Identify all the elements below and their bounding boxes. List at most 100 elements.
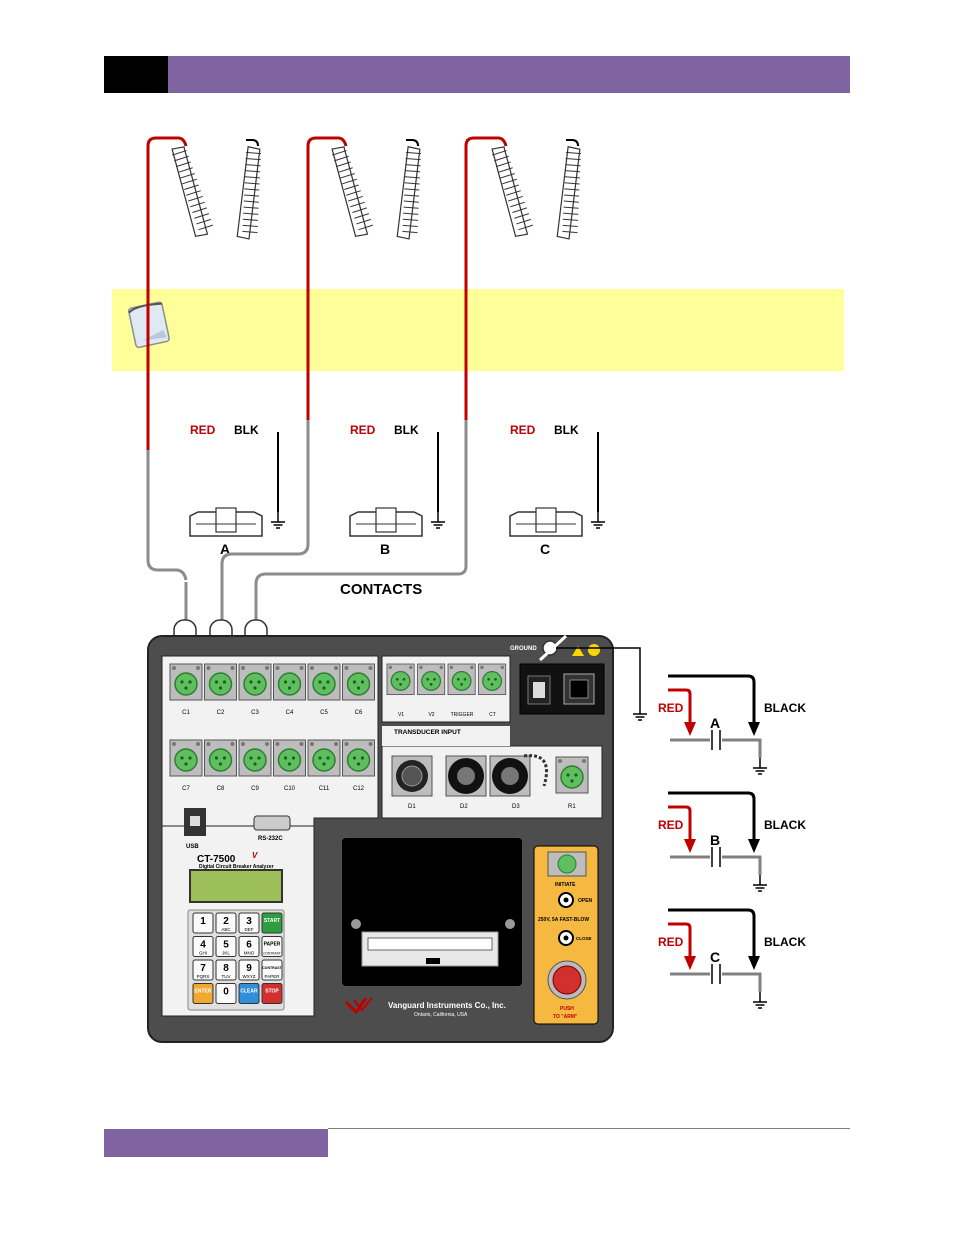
schematic-red-label: RED bbox=[658, 818, 684, 832]
channel-c3[interactable]: C3 bbox=[238, 663, 272, 716]
channel-c7[interactable]: C7 bbox=[169, 739, 203, 792]
key-label: 3 bbox=[246, 916, 252, 927]
channel-label: TRIGGER bbox=[451, 712, 474, 718]
breaker-b-label: B bbox=[380, 541, 390, 557]
channel-c10[interactable]: C10 bbox=[272, 739, 307, 792]
key-sublabel: GHI bbox=[199, 951, 207, 956]
channel-trigger[interactable]: TRIGGER bbox=[447, 663, 476, 718]
key-0[interactable]: 0 bbox=[215, 983, 237, 1004]
key-clear[interactable]: CLEAR bbox=[238, 983, 260, 1004]
key-sublabel: MNO bbox=[244, 951, 255, 956]
key-sublabel: PAPER bbox=[265, 974, 281, 979]
channel-label: C4 bbox=[286, 710, 294, 716]
schematic-id-label: C bbox=[710, 949, 720, 965]
key-start[interactable]: START bbox=[261, 912, 283, 934]
channel-label: C8 bbox=[217, 786, 225, 792]
channel-c4[interactable]: C4 bbox=[272, 663, 307, 716]
channel-label: C10 bbox=[284, 786, 296, 792]
device-subtitle: Digital Circuit Breaker Analyzer bbox=[199, 864, 274, 870]
transducer-ports: D1 D2 D3 R1 bbox=[391, 754, 589, 810]
key-label: START bbox=[264, 918, 280, 924]
channel-c5[interactable]: C5 bbox=[307, 663, 341, 716]
channel-v2[interactable]: V2 bbox=[416, 663, 446, 718]
fuse-label: 250V, 5A FAST-BLOW bbox=[538, 917, 589, 923]
key-label: 6 bbox=[246, 940, 252, 951]
channel-label: C12 bbox=[353, 786, 365, 792]
channel-c2[interactable]: C2 bbox=[203, 663, 238, 716]
channel-c11[interactable]: C11 bbox=[307, 739, 341, 792]
schematic-black-label: BLACK bbox=[764, 701, 806, 715]
breaker-b: RED BLK B bbox=[306, 136, 446, 557]
breaker-b-blk-label: BLK bbox=[394, 423, 419, 437]
key-label: CLEAR bbox=[240, 989, 258, 995]
footer-bar bbox=[104, 1129, 328, 1157]
breaker-c-red-label: RED bbox=[510, 423, 536, 437]
channel-label: C2 bbox=[217, 710, 225, 716]
schematic-red-label: RED bbox=[658, 701, 684, 715]
breaker-b-red-label: RED bbox=[350, 423, 376, 437]
header-black-tab bbox=[104, 56, 168, 93]
channel-label: C3 bbox=[251, 710, 259, 716]
key-1[interactable]: 1 bbox=[192, 912, 214, 934]
device-model: CT-7500 bbox=[197, 854, 236, 865]
key-paper[interactable]: PAPER CONTRAST bbox=[261, 936, 283, 957]
key-label: PAPER bbox=[264, 942, 281, 948]
key-label: 2 bbox=[223, 916, 229, 927]
schematic-black-label: BLACK bbox=[764, 935, 806, 949]
schematic-id-label: B bbox=[710, 832, 720, 848]
breaker-c-label: C bbox=[540, 541, 550, 557]
key-sublabel: WXYZ bbox=[243, 974, 256, 979]
key-label: 0 bbox=[223, 987, 229, 998]
channel-c12[interactable]: C12 bbox=[341, 739, 376, 792]
key-enter[interactable]: ENTER bbox=[192, 983, 214, 1004]
key-contrast[interactable]: CONTRAST PAPER bbox=[261, 959, 283, 981]
header-bar bbox=[168, 56, 850, 93]
usb-label: USB bbox=[186, 844, 199, 850]
channel-c1[interactable]: C1 bbox=[169, 663, 203, 716]
arm-label: TO "ARM" bbox=[553, 1014, 578, 1020]
channel-label: C9 bbox=[251, 786, 259, 792]
channel-ct[interactable]: CT bbox=[477, 663, 507, 718]
ground-label: GROUND bbox=[510, 646, 537, 652]
channel-c6[interactable]: C6 bbox=[341, 663, 376, 716]
key-label: STOP bbox=[265, 989, 279, 995]
key-sublabel: ABC bbox=[221, 927, 231, 932]
key-label: 5 bbox=[223, 940, 229, 951]
device-ground-icon bbox=[632, 703, 648, 721]
key-sublabel: JKL bbox=[222, 951, 230, 956]
key-sublabel: CONTRAST bbox=[263, 952, 281, 956]
channel-label: V2 bbox=[428, 712, 434, 718]
channel-c8[interactable]: C8 bbox=[203, 739, 238, 792]
contacts-label: CONTACTS bbox=[340, 581, 422, 598]
key-label: 1 bbox=[200, 916, 206, 927]
channel-label: C5 bbox=[320, 710, 328, 716]
footer-rule bbox=[328, 1128, 850, 1129]
lcd-display bbox=[189, 869, 283, 903]
channel-label: C6 bbox=[355, 710, 363, 716]
channel-v1[interactable]: V1 bbox=[386, 663, 415, 718]
channel-label: CT bbox=[489, 712, 496, 718]
port-d3: D3 bbox=[512, 804, 520, 810]
key-label: CONTRAST bbox=[262, 966, 282, 970]
key-stop[interactable]: STOP bbox=[261, 983, 283, 1004]
brand-name: Vanguard Instruments Co., Inc. bbox=[388, 1001, 506, 1010]
channel-c9[interactable]: C9 bbox=[238, 739, 272, 792]
key-label: 8 bbox=[223, 963, 229, 974]
push-label: PUSH bbox=[560, 1006, 574, 1012]
key-sublabel: DEF bbox=[245, 927, 254, 932]
open-label: OPEN bbox=[578, 898, 593, 904]
key-sublabel: TUV bbox=[222, 974, 231, 979]
